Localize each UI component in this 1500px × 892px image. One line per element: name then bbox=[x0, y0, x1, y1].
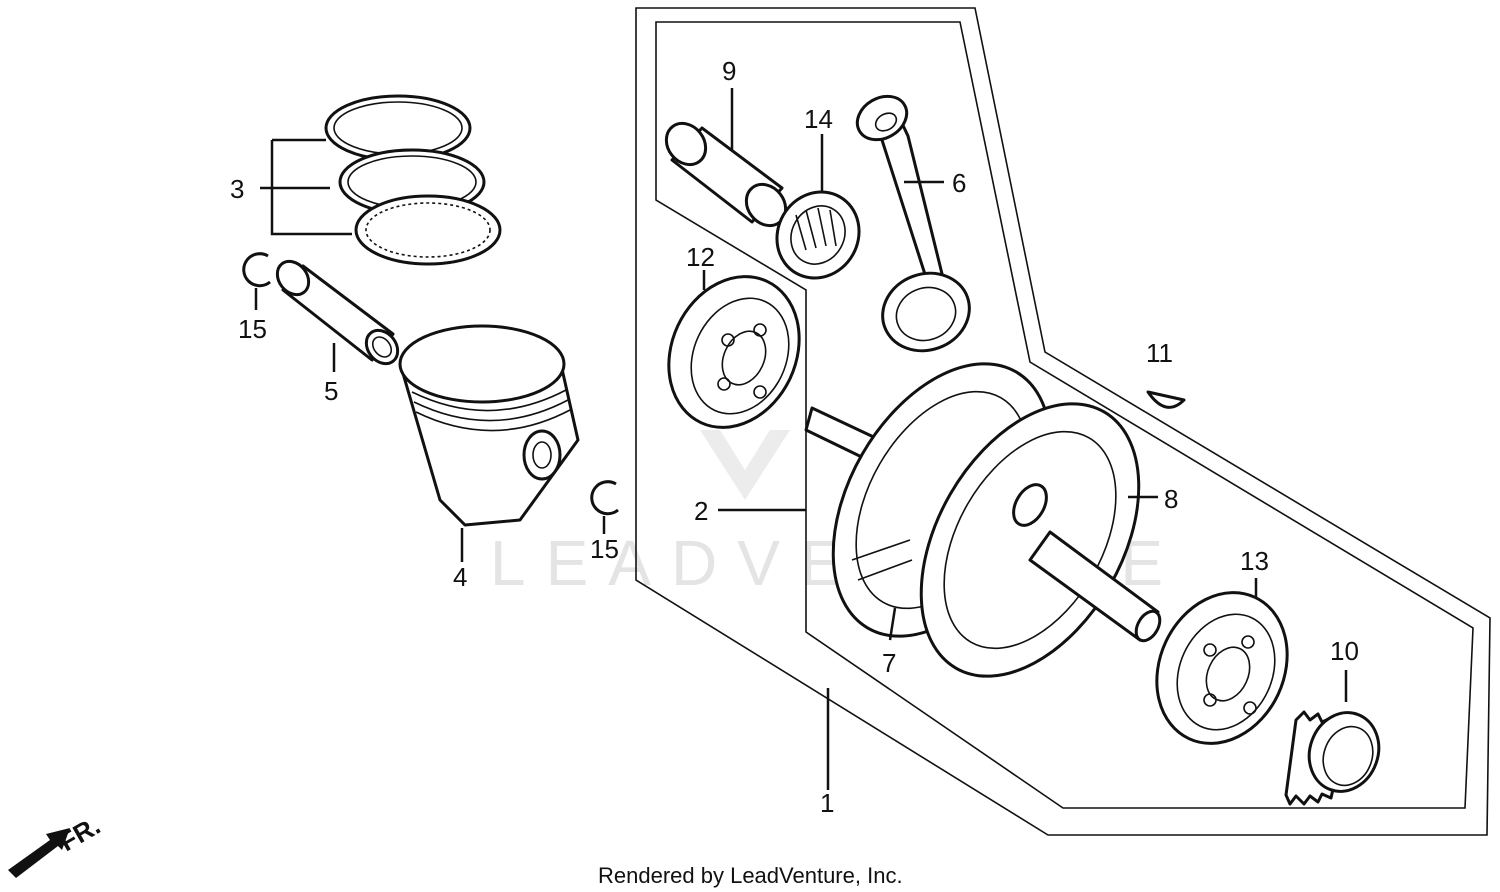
callout-15-left: 15 bbox=[238, 314, 267, 344]
front-arrow-icon bbox=[8, 828, 70, 878]
woodruff-key[interactable] bbox=[1146, 390, 1186, 409]
crankshaft[interactable] bbox=[788, 326, 1183, 714]
piston-pin-clip-left[interactable] bbox=[242, 252, 271, 288]
callout-14: 14 bbox=[804, 104, 833, 134]
callout-4: 4 bbox=[453, 562, 467, 592]
callout-11: 11 bbox=[1146, 338, 1173, 368]
callout-9: 9 bbox=[722, 56, 736, 86]
piston-pin[interactable] bbox=[271, 255, 404, 370]
leader-7 bbox=[888, 607, 897, 641]
connecting-rod[interactable] bbox=[849, 88, 980, 363]
right-crankshaft-bearing[interactable] bbox=[1133, 571, 1311, 765]
callout-7: 7 bbox=[882, 648, 896, 678]
callout-10: 10 bbox=[1330, 636, 1359, 666]
callout-1: 1 bbox=[820, 788, 834, 818]
piston-pin-clip-right[interactable] bbox=[590, 480, 619, 516]
callout-15-right: 15 bbox=[590, 534, 619, 564]
callout-5: 5 bbox=[324, 376, 338, 406]
leader-3 bbox=[260, 138, 352, 236]
callout-12: 12 bbox=[686, 242, 715, 272]
callout-6: 6 bbox=[952, 168, 966, 198]
callout-2: 2 bbox=[694, 496, 708, 526]
cam-chain-sprocket[interactable] bbox=[1284, 703, 1390, 806]
piston[interactable] bbox=[398, 324, 580, 527]
left-crankshaft-bearing[interactable] bbox=[645, 255, 823, 449]
assembly-outline-outer bbox=[635, 7, 1491, 836]
callout-8: 8 bbox=[1164, 484, 1178, 514]
front-direction-marker: FR. bbox=[8, 810, 105, 878]
needle-bearing[interactable] bbox=[761, 177, 874, 293]
crank-pin[interactable] bbox=[658, 116, 793, 234]
assembly-outline-inner bbox=[655, 21, 1474, 809]
callout-3: 3 bbox=[230, 174, 244, 204]
footer-credit: Rendered by LeadVenture, Inc. bbox=[598, 863, 903, 888]
front-label: FR. bbox=[54, 810, 105, 857]
piston-rings[interactable] bbox=[324, 94, 502, 266]
callout-13: 13 bbox=[1240, 546, 1269, 576]
